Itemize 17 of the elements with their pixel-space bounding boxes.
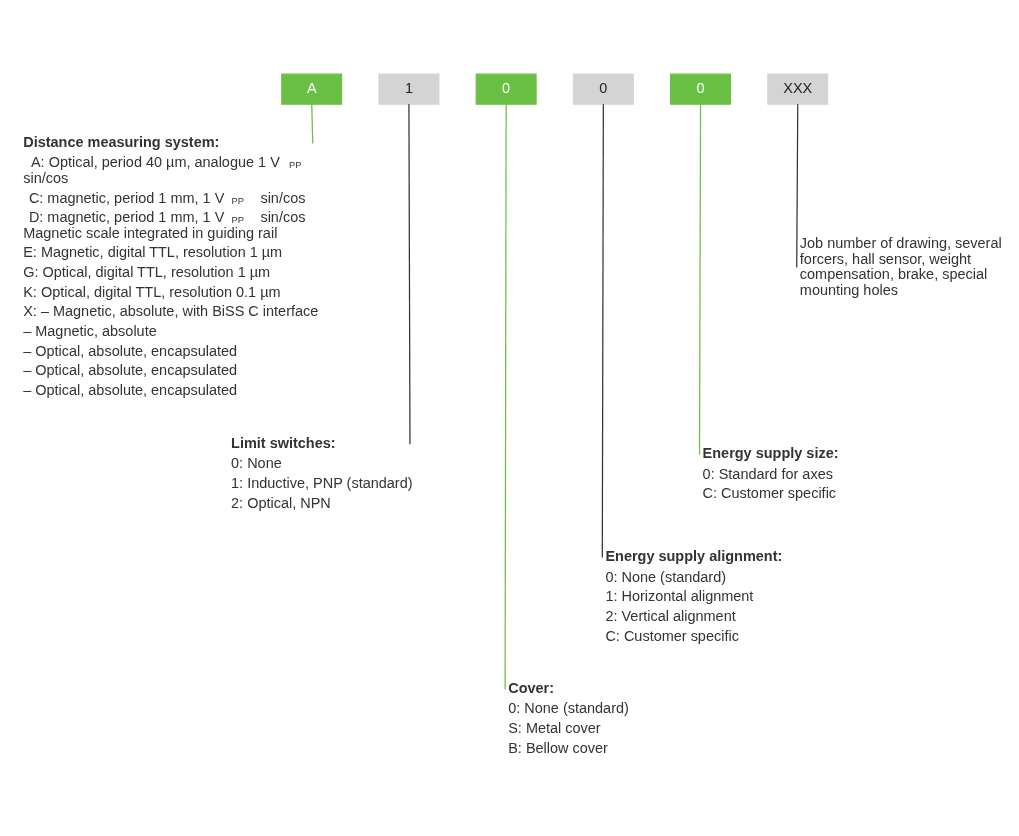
node-box: XXX xyxy=(767,73,829,105)
node-text: Limit switches: 0: None 1: Inductive, PNP (standard) 2: Optical, NPN xyxy=(231,434,413,511)
node-text: Job number of drawing, several forcers, hall sensor, weight compensation, brake, special mounting holes xyxy=(799,234,1002,298)
connector xyxy=(698,103,702,455)
node-box: 0 xyxy=(670,73,732,105)
connector xyxy=(601,103,604,558)
node-box: 0 xyxy=(572,73,634,105)
connector xyxy=(504,103,507,690)
node-text: Energy supply size: 0: Standard for axes C: Customer specific xyxy=(702,444,839,501)
connector xyxy=(408,103,411,445)
connector xyxy=(796,103,799,268)
node-box: 1 xyxy=(378,73,440,105)
connector xyxy=(311,103,314,144)
node-text: Cover: 0: None (standard) S: Metal cover B: Bellow cover xyxy=(508,679,629,756)
node-text: Energy supply alignment: 0: None (standard) 1: Horizontal alignment 2: Vertical alignment C: Customer specific xyxy=(605,547,783,644)
node-box: 0 xyxy=(475,73,537,105)
node-box: A xyxy=(281,73,343,105)
